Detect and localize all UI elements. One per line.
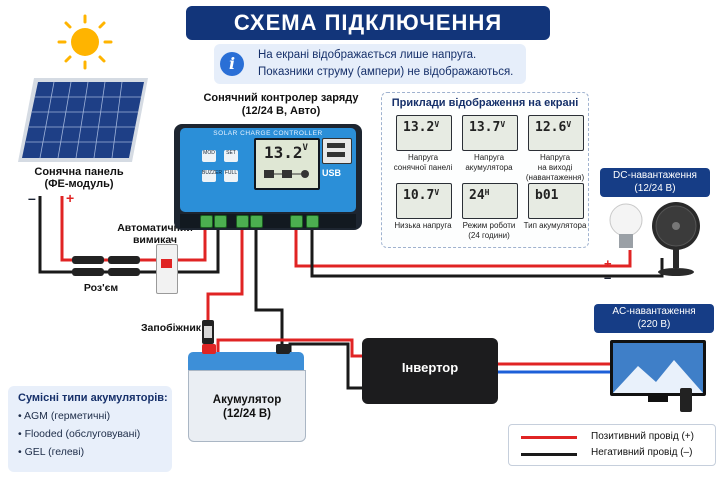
battery-label: Акумулятор (12/24 В) — [212, 394, 282, 420]
ac-load-label: AC-навантаження (220 В) — [594, 304, 714, 333]
legend-negative: Негативний провід (–) — [591, 447, 693, 458]
page-title: СХЕМА ПІДКЛЮЧЕННЯ — [186, 6, 550, 40]
dc-minus-sign: – — [604, 270, 612, 285]
mc4-connector-icon — [72, 256, 140, 276]
example-tile-caption: Режим роботи(24 години) — [462, 221, 516, 240]
legend-negative-swatch — [521, 453, 577, 456]
lightbulb-icon — [609, 203, 643, 248]
info-note: i На екрані відображається лише напруга.… — [214, 44, 526, 84]
battery-negative-terminal — [276, 344, 290, 354]
example-tile-value: b01 — [535, 188, 559, 203]
remote-icon — [680, 388, 692, 412]
mode-button[interactable]: MOD — [202, 150, 216, 162]
battery-positive-terminal — [202, 344, 216, 354]
example-tile: 10.7V — [396, 183, 452, 219]
solar-panel-icon — [18, 78, 148, 162]
lcd-voltage: 13.2V — [264, 143, 308, 162]
terminal-pv-plus[interactable] — [200, 215, 213, 228]
sun-icon — [57, 14, 113, 70]
inverter-label: Інвертор — [401, 360, 459, 375]
wire-legend: Позитивний провід (+) Негативний провід … — [508, 424, 716, 466]
example-tile: 12.6V — [528, 115, 584, 151]
example-tile: 13.7V — [462, 115, 518, 151]
example-tile: 13.2V — [396, 115, 452, 151]
controller-lcd: 13.2V — [254, 138, 320, 190]
dc-positive-wire — [294, 224, 632, 268]
breaker-negative-wire — [176, 224, 220, 274]
panel-minus-sign: – — [28, 190, 36, 206]
dc-plus-sign: + — [604, 256, 612, 271]
breaker-label: Автоматичний вимикач — [117, 222, 193, 246]
examples-title: Приклади відображення на екрані — [391, 97, 579, 109]
example-tile-value: 10.7V — [403, 188, 440, 203]
terminal-load-minus[interactable] — [306, 215, 319, 228]
example-tile-value: 12.6V — [535, 120, 572, 135]
inverter-positive-wire — [216, 338, 364, 360]
info-line-2: Показники струму (ампери) не відображают… — [258, 66, 514, 78]
example-tile-value: 13.2V — [403, 120, 440, 135]
example-tile-caption: Тип акумулятора — [523, 221, 587, 230]
controller-panel: SOLAR CHARGE CONTROLLER MOD SET BUZZER F… — [180, 128, 356, 212]
controller-terminals — [180, 214, 356, 228]
compat-item: • AGM (герметичні) — [18, 410, 111, 422]
fuse-label: Запобіжник — [140, 322, 202, 334]
compatible-batteries: Сумісні типи акумуляторів: • AGM (гермет… — [8, 386, 172, 472]
connector-label: Роз'єм — [83, 282, 119, 294]
example-tile-caption: Низька напруга — [394, 221, 452, 230]
controller-label: Сонячний контролер заряду (12/24 В, Авто… — [203, 92, 359, 117]
legend-positive-swatch — [521, 436, 577, 439]
info-icon: i — [220, 52, 244, 76]
info-line-1: На екрані відображається лише напруга. — [258, 49, 477, 61]
compat-item: • Flooded (обслуговувані) — [18, 428, 141, 440]
fan-icon — [652, 202, 700, 276]
terminal-pv-minus[interactable] — [214, 215, 227, 228]
full-button[interactable]: FULL — [224, 170, 238, 182]
lcd-flow-icon — [264, 170, 309, 178]
panel-plus-sign: + — [66, 190, 75, 206]
example-tile: 24H — [462, 183, 518, 219]
terminal-bat-minus[interactable] — [250, 215, 263, 228]
terminal-bat-plus[interactable] — [236, 215, 249, 228]
compat-item: • GEL (гелеві) — [18, 446, 85, 458]
battery: Акумулятор (12/24 В) — [188, 370, 306, 442]
dc-load-label: DC-навантаження (12/24 В) — [600, 168, 710, 197]
display-examples: Приклади відображення на екрані 13.2V Нап… — [381, 92, 589, 248]
inverter: Інвертор — [362, 338, 498, 404]
buzzer-button[interactable]: BUZZER — [202, 170, 222, 182]
usb-port[interactable] — [322, 138, 352, 164]
breaker-positive-wire — [176, 224, 207, 262]
example-tile: b01 — [528, 183, 584, 219]
usb-label: USB — [322, 168, 342, 178]
solar-panel-label: Сонячна панель (ФЕ-модуль) — [34, 166, 124, 190]
inverter-negative-wire — [288, 342, 364, 390]
compat-title: Сумісні типи акумуляторів: — [18, 392, 168, 404]
tv-icon — [610, 340, 706, 402]
set-button[interactable]: SET — [224, 150, 238, 162]
controller-header: SOLAR CHARGE CONTROLLER — [213, 130, 323, 137]
terminal-load-plus[interactable] — [290, 215, 303, 228]
dc-negative-wire — [310, 224, 664, 278]
example-tile-value: 13.7V — [469, 120, 506, 135]
circuit-breaker — [156, 244, 178, 294]
battery-negative-wire — [254, 224, 284, 360]
legend-positive: Позитивний провід (+) — [591, 431, 694, 442]
example-tile-value: 24H — [469, 188, 490, 203]
battery-top — [188, 352, 304, 370]
